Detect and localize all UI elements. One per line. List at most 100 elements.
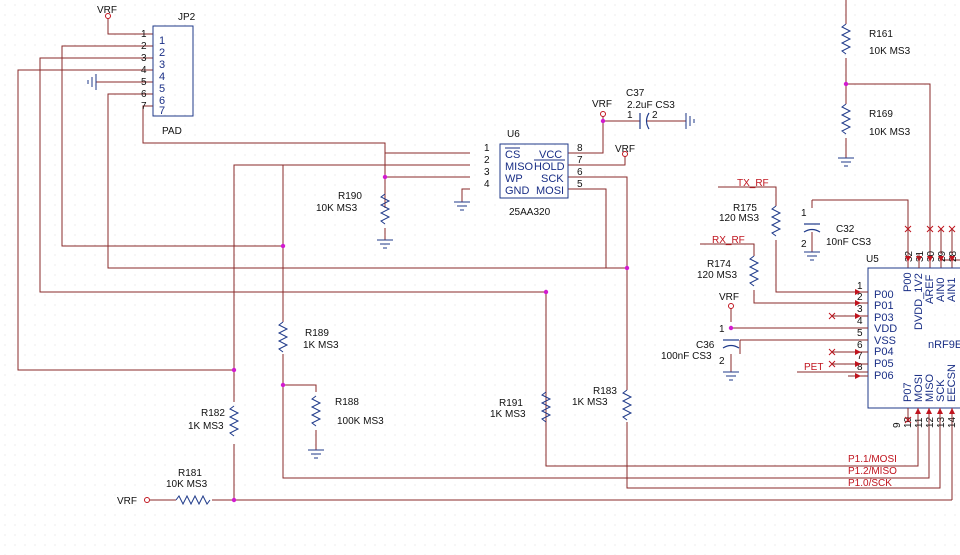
u6-pin-number: 3 — [484, 167, 490, 178]
resistor-r191[interactable]: R191 1K MS3 — [490, 391, 552, 423]
r181-value-label: 10K MS3 — [166, 479, 208, 490]
vrf-label: VRF — [592, 99, 612, 110]
u5-pin-name: EECSN — [946, 364, 958, 402]
capacitor-c32[interactable]: C32 10nF CS3 1 2 — [801, 208, 871, 250]
r175-value-label: 120 MS3 — [719, 213, 759, 224]
vrf-label: VRF — [615, 144, 635, 155]
u5-pin-name: AIN1 — [946, 278, 958, 302]
u5-pin-number: 4 — [857, 316, 863, 327]
junction-dot — [382, 174, 388, 180]
r169-value-label: 10K MS3 — [869, 127, 911, 138]
u6-pin-name: MOSI — [536, 185, 564, 197]
c37-ref-label: C37 — [626, 88, 645, 99]
resistor-r169[interactable]: R169 10K MS3 — [840, 103, 911, 138]
chip-u6[interactable]: U6 25AA320 1 2 3 4 CS MISO WP GND 8 7 6 … — [484, 129, 583, 218]
r190-value-label: 10K MS3 — [316, 203, 358, 214]
vrf-label: VRF — [97, 5, 117, 16]
resistor-r188[interactable]: R188 100K MS3 — [310, 395, 384, 427]
u6-body — [499, 143, 569, 199]
u6-pin-name: HOLD — [534, 161, 565, 173]
capacitor-c36[interactable]: C36 100nF CS3 1 2 — [661, 324, 740, 367]
u5-value-label: nRF9E5 — [928, 339, 960, 351]
ground-symbol-r169 — [838, 157, 854, 167]
r188-value-label: 100K MS3 — [337, 416, 384, 427]
r190-ref-label: R190 — [338, 191, 362, 202]
u5-pin-number: 9 — [892, 422, 903, 428]
vrf-label: VRF — [117, 496, 137, 507]
u6-pin-name: WP — [505, 173, 523, 185]
connector-jp2[interactable]: JP2 PAD 1 2 3 4 5 6 7 1 2 3 4 5 6 7 — [141, 12, 196, 137]
u5-pin-name: MISO — [924, 373, 936, 402]
junction-dot — [728, 325, 734, 331]
r183-ref-label: R183 — [593, 386, 617, 397]
junction-dot — [280, 382, 286, 388]
r182-value-label: 1K MS3 — [188, 421, 224, 432]
junction-dot — [843, 81, 849, 87]
resistor-r181[interactable]: R181 10K MS3 — [166, 468, 211, 506]
u6-pin-number: 1 — [484, 143, 490, 154]
r181-ref-label: R181 — [178, 468, 202, 479]
resistor-r182[interactable]: R182 1K MS3 — [188, 405, 240, 437]
jp2-pin-name: 4 — [159, 71, 165, 83]
resistor-r174[interactable]: R174 120 MS3 — [697, 255, 760, 287]
r188-ref-label: R188 — [335, 397, 359, 408]
c36-ref-label: C36 — [696, 340, 715, 351]
net-label-rx-rf: RX_RF — [712, 235, 745, 246]
u6-pin-number: 7 — [577, 155, 583, 166]
u5-left-pins: 1 2 3 4 5 6 7 8 P00 P01 P03 VDD VSS P04 … — [848, 281, 897, 382]
u6-pin-name: MISO — [505, 161, 534, 173]
net-labels: TX_RF RX_RF PET P1.1/MOSI P1.2/MISO P1.0… — [712, 178, 897, 489]
u6-pin-number: 6 — [577, 167, 583, 178]
u5-pin-name: P07 — [902, 382, 914, 402]
u5-pin-number: 8 — [857, 362, 863, 373]
jp2-pin-name: 6 — [159, 95, 165, 107]
ground-symbol-c36 — [723, 371, 739, 381]
vrf-label: VRF — [719, 292, 739, 303]
u5-pin-name: VSS — [874, 335, 896, 347]
chip-u5[interactable]: U5 nRF9E5 1 2 3 4 5 6 7 8 P00 P01 P03 VD… — [828, 225, 960, 428]
capacitor-c37[interactable]: C37 2.2uF CS3 1 2 — [626, 88, 675, 130]
r175-ref-label: R175 — [733, 203, 757, 214]
jp2-pin-name: 1 — [159, 35, 165, 47]
jp2-pin-number: 5 — [141, 77, 147, 88]
jp2-pin-number: 4 — [141, 65, 147, 76]
jp2-pin-name: 7 — [159, 105, 165, 117]
r161-ref-label: R161 — [869, 29, 893, 40]
u5-pin-number: 5 — [857, 328, 863, 339]
resistor-r190[interactable]: R190 10K MS3 — [316, 191, 391, 225]
u5-bottom-pins: 9 10 11 12 13 14 P07 MOSI MISO SCK EECSN — [892, 364, 958, 428]
jp2-body — [152, 25, 194, 117]
u5-pin-number: 11 — [914, 417, 925, 428]
resistor-r161[interactable]: R161 10K MS3 — [840, 23, 911, 57]
resistor-r183[interactable]: R183 1K MS3 — [572, 386, 633, 421]
u6-pin-number: 2 — [484, 155, 490, 166]
u5-pin-name: AREF — [924, 274, 936, 304]
u6-pin-name: SCK — [541, 173, 564, 185]
u5-pin-name: DVDD_1V2 — [913, 273, 925, 330]
u6-pin-number: 5 — [577, 179, 583, 190]
junction-dot — [280, 243, 286, 249]
u5-pin-name: P00 — [902, 272, 914, 292]
ground-symbol-u6 — [454, 201, 470, 211]
net-label-p11-mosi: P1.1/MOSI — [848, 454, 897, 465]
u5-pin-name: MOSI — [913, 374, 925, 402]
u5-pin-name: SCK — [935, 379, 947, 402]
r189-ref-label: R189 — [305, 328, 329, 339]
jp2-value-label: PAD — [162, 126, 182, 137]
junction-dot — [600, 118, 606, 124]
vrf-symbol-top-left: VRF — [97, 5, 117, 19]
c36-value-label: 100nF CS3 — [661, 351, 712, 362]
resistor-r175[interactable]: R175 120 MS3 — [719, 203, 782, 237]
junction-dot — [231, 497, 237, 503]
u6-pin-name: GND — [505, 185, 530, 197]
r189-value-label: 1K MS3 — [303, 340, 339, 351]
resistor-r189[interactable]: R189 1K MS3 — [277, 321, 339, 353]
u5-top-pins: 32 31 30 29 28 P00 DVDD_1V2 AREF AIN0 AI… — [902, 250, 959, 330]
r169-ref-label: R169 — [869, 109, 893, 120]
c36-pin-2: 2 — [719, 356, 725, 367]
u5-pin-number: 1 — [857, 281, 863, 292]
u5-pin-number: 2 — [857, 292, 863, 303]
u6-pin-name: CS — [505, 149, 520, 161]
net-label-p12-miso: P1.2/MISO — [848, 466, 897, 477]
